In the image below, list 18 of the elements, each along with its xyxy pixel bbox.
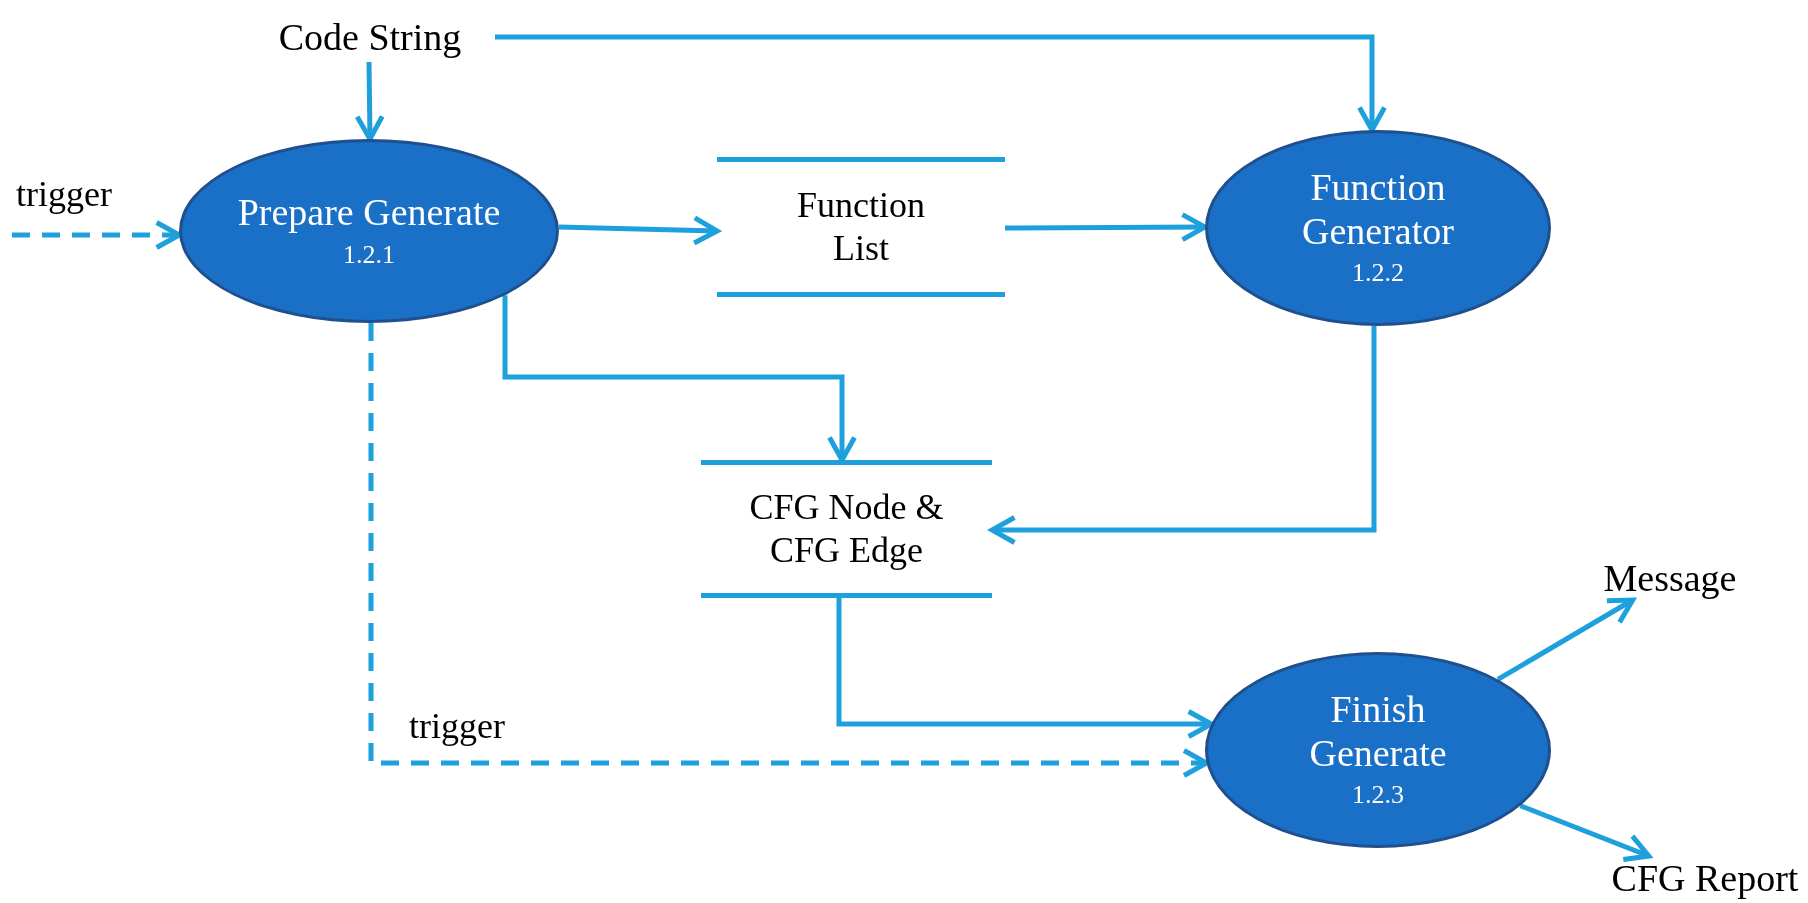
process-number: 1.2.3 [1352,779,1404,812]
process-name: Finish Generate [1308,688,1448,776]
arrow [1496,597,1636,682]
arrow [989,325,1377,545]
flow-label: Message [1603,559,1737,597]
arrow [558,215,720,246]
arrow [502,295,857,463]
data-store [717,157,1005,297]
process-name: Function Generator [1301,166,1455,254]
store-label: CFG Node & CFG Edge [748,485,945,572]
process-name: Prepare Generate [237,190,501,235]
process-number: 1.2.2 [1352,257,1404,290]
flow-label: Code String [278,18,462,56]
flow-label: CFG Report [1611,859,1799,897]
data-store [701,460,992,598]
store-label: Function List [796,183,926,270]
arrow [1519,803,1652,862]
process-number: 1.2.1 [343,238,395,271]
